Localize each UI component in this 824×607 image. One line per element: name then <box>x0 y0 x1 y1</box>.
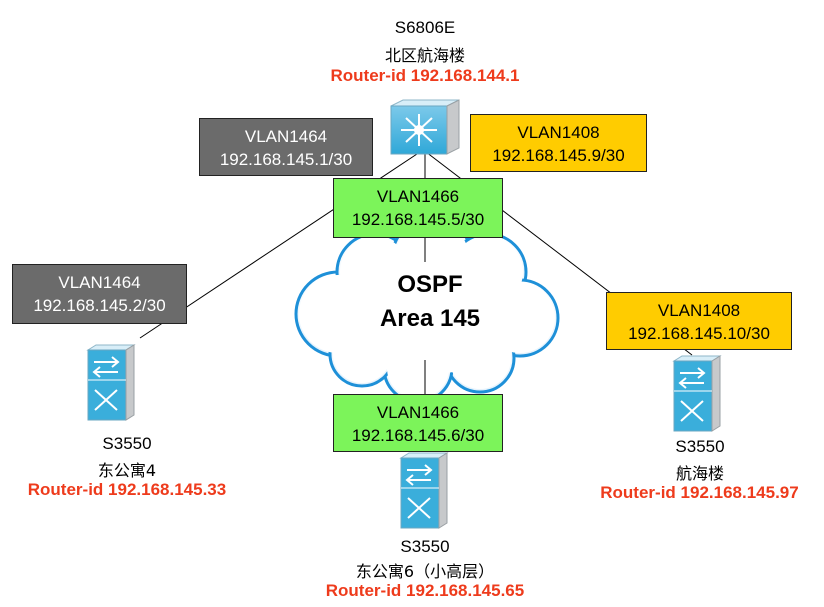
vlan-name: VLAN1464 <box>244 127 328 146</box>
hanghai-router-id: Router-id 192.168.145.97 <box>600 483 799 502</box>
vlan1464-east4-box: VLAN1464 192.168.145.2/30 <box>12 264 187 324</box>
vlan-ip: 192.168.145.9/30 <box>492 146 625 165</box>
east6-router-id: Router-id 192.168.145.65 <box>325 581 525 600</box>
vlan-ip: 192.168.145.2/30 <box>33 296 166 315</box>
vlan1466-core-box: VLAN1466 192.168.145.5/30 <box>333 178 503 238</box>
core-location-label: 北区航海楼 <box>384 46 465 65</box>
hanghai-location-label: 航海楼 <box>675 464 724 483</box>
vlan-name: VLAN1408 <box>517 123 600 142</box>
core-router-id: Router-id 192.168.144.1 <box>330 66 520 85</box>
vlan-ip: 192.168.145.10/30 <box>628 324 770 343</box>
vlan1466-east6-box: VLAN1466 192.168.145.6/30 <box>333 394 503 452</box>
east6-location-label: 东公寓6（小高层） <box>355 562 495 581</box>
vlan-name: VLAN1464 <box>58 273 141 292</box>
vlan-ip: 192.168.145.1/30 <box>219 150 353 169</box>
vlan-ip: 192.168.145.6/30 <box>351 426 485 445</box>
workgroup-switch-icon <box>399 452 449 529</box>
workgroup-switch-icon <box>672 355 722 432</box>
vlan1408-core-box: VLAN1408 192.168.145.9/30 <box>470 114 647 172</box>
ospf-area-label: OSPF Area 145 <box>330 268 530 336</box>
vlan1464-core-box: VLAN1464 192.168.145.1/30 <box>199 118 373 176</box>
vlan1408-hanghai-box: VLAN1408 192.168.145.10/30 <box>606 292 792 350</box>
east4-location-label: 东公寓4 <box>97 461 157 480</box>
vlan-name: VLAN1466 <box>376 187 460 206</box>
core-model-label: S6806E <box>394 18 456 37</box>
hanghai-model-label: S3550 <box>675 437 725 456</box>
vlan-name: VLAN1408 <box>657 301 741 320</box>
area-label: Area 145 <box>379 305 481 332</box>
east4-model-label: S3550 <box>102 434 152 453</box>
vlan-ip: 192.168.145.5/30 <box>351 210 485 229</box>
vlan-name: VLAN1466 <box>376 403 460 422</box>
workgroup-switch-icon <box>86 344 136 421</box>
multilayer-switch-icon <box>390 99 460 155</box>
ospf-label: OSPF <box>397 271 463 298</box>
east4-router-id: Router-id 192.168.145.33 <box>27 480 227 499</box>
east6-model-label: S3550 <box>400 537 450 556</box>
